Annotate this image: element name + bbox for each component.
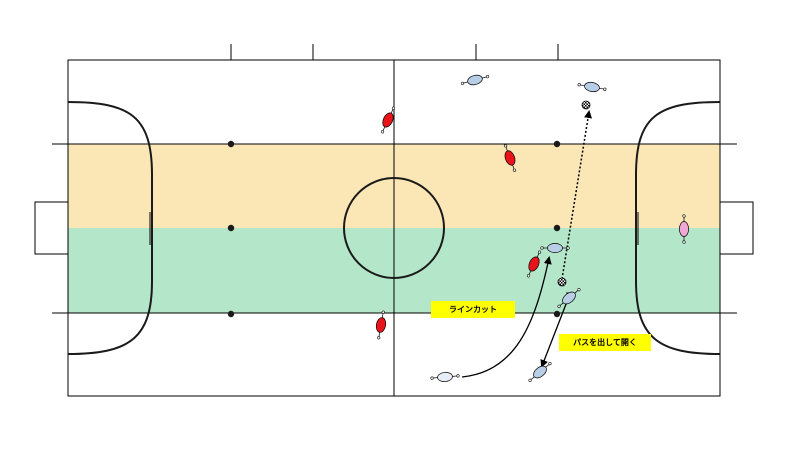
left-penalty-arc bbox=[67, 101, 153, 355]
blue-player-3 bbox=[540, 243, 570, 253]
pass-label-bg bbox=[559, 334, 651, 351]
blue-player-2 bbox=[577, 81, 607, 93]
marker-dot bbox=[553, 310, 561, 318]
right-goal bbox=[719, 201, 754, 255]
marker-dot bbox=[227, 224, 235, 232]
marker-dot bbox=[553, 224, 561, 232]
pass-arrow bbox=[561, 110, 592, 280]
red-player-3 bbox=[526, 250, 542, 278]
right-penalty-arc bbox=[635, 101, 721, 355]
blue-player-6-start bbox=[430, 372, 460, 382]
red-player-1 bbox=[380, 106, 396, 134]
ball-middle bbox=[557, 277, 567, 287]
red-player-2 bbox=[503, 144, 517, 172]
ball-top bbox=[581, 100, 591, 110]
blue-player-4 bbox=[557, 288, 581, 308]
line-cut-label: ラインカット bbox=[449, 305, 497, 314]
goalkeeper-pink bbox=[679, 214, 689, 244]
blue-player-5 bbox=[528, 362, 552, 382]
court-lines bbox=[34, 44, 754, 397]
red-player-4 bbox=[375, 310, 387, 340]
left-goal bbox=[34, 201, 69, 255]
marker-dot bbox=[227, 310, 235, 318]
line-cut-label-bg bbox=[431, 301, 515, 318]
marker-dots bbox=[227, 140, 561, 318]
center-circle bbox=[343, 177, 445, 279]
blue-player-1 bbox=[460, 74, 490, 86]
court-arcs bbox=[67, 101, 721, 355]
marker-dot bbox=[553, 140, 561, 148]
marker-dot bbox=[227, 140, 235, 148]
line-cut-run-arrow bbox=[461, 256, 552, 378]
open-run-arrow bbox=[540, 291, 574, 368]
pass-and-open-label: パスを出して開く bbox=[573, 338, 637, 347]
